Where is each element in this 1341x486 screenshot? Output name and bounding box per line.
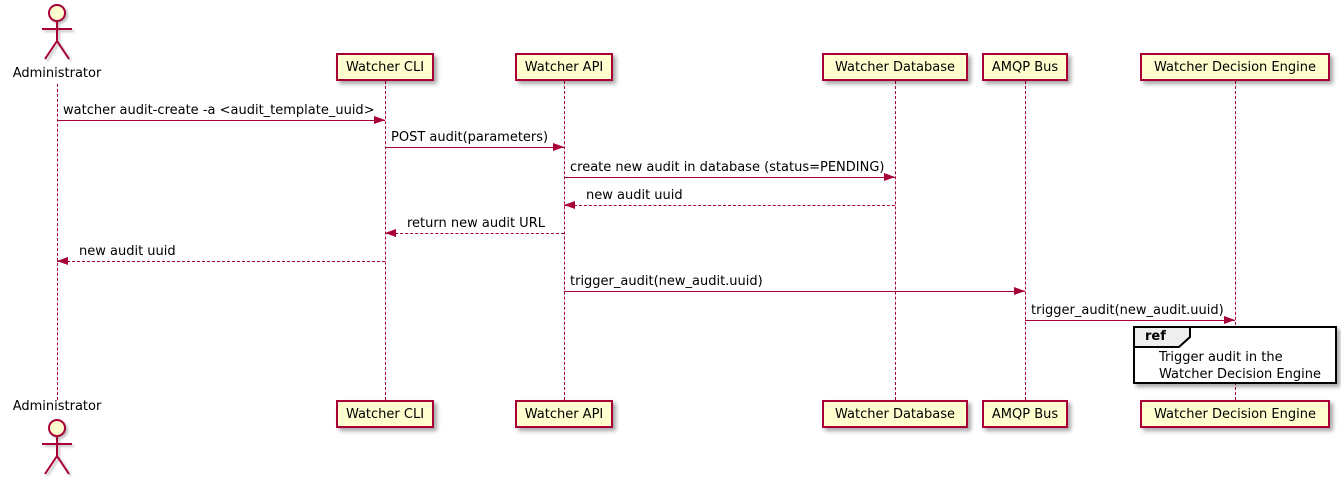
participant-watcher-database-bottom: Watcher Database [822,400,968,428]
message-trigger-audit-amqp: trigger_audit(new_audit.uuid) [564,274,1025,296]
message-label: trigger_audit(new_audit.uuid) [1031,303,1224,318]
participant-watcher-database-top: Watcher Database [822,53,968,81]
message-line [564,291,1025,292]
participant-watcher-decision-engine-top: Watcher Decision Engine [1140,53,1330,81]
ref-fragment: ref Trigger audit in the Watcher Decisio… [1133,326,1337,384]
participant-amqp-bus-top: AMQP Bus [982,53,1068,81]
message-line [385,147,564,148]
message-label: watcher audit-create -a <audit_template_… [63,103,375,118]
participant-amqp-bus-bottom: AMQP Bus [982,400,1068,428]
message-line [57,120,385,121]
message-label: POST audit(parameters) [391,130,549,145]
message-post-audit: POST audit(parameters) [385,130,564,152]
participant-watcher-api-top: Watcher API [515,53,613,81]
arrowhead-left-icon [564,201,575,209]
arrowhead-right-icon [374,116,385,124]
message-line [564,205,895,206]
arrowhead-left-icon [385,229,396,237]
message-line [385,233,564,234]
actor-label-bottom: Administrator [12,399,102,414]
message-return-new-audit-url: return new audit URL [385,216,564,238]
ref-text-line2: Watcher Decision Engine [1159,367,1321,382]
actor-icon-bottom [42,419,72,475]
message-trigger-audit-engine: trigger_audit(new_audit.uuid) [1025,303,1235,325]
lifeline-watcher-decision-engine [1235,81,1236,400]
arrowhead-right-icon [1224,316,1235,324]
lifeline-administrator [57,84,58,400]
message-line [564,177,895,178]
message-label: return new audit URL [407,216,545,231]
participant-watcher-decision-engine-bottom: Watcher Decision Engine [1140,400,1330,428]
message-label: new audit uuid [79,244,176,259]
message-line [1025,320,1235,321]
participant-watcher-api-bottom: Watcher API [515,400,613,428]
lifeline-watcher-cli [385,81,386,400]
message-label: create new audit in database (status=PEN… [570,160,885,175]
message-label: trigger_audit(new_audit.uuid) [570,274,763,289]
actor-icon [42,4,72,60]
arrowhead-right-icon [1014,287,1025,295]
participant-watcher-cli-bottom: Watcher CLI [336,400,434,428]
message-audit-create: watcher audit-create -a <audit_template_… [57,103,385,125]
ref-tab-icon [1133,326,1191,348]
arrowhead-right-icon [884,173,895,181]
message-new-audit-uuid-admin: new audit uuid [57,244,385,266]
ref-text-line1: Trigger audit in the [1159,350,1283,365]
message-new-audit-uuid-db: new audit uuid [564,188,895,210]
arrowhead-left-icon [57,257,68,265]
arrowhead-right-icon [553,143,564,151]
lifeline-watcher-api [564,81,565,400]
message-label: new audit uuid [586,188,683,203]
actor-label-top: Administrator [12,66,102,81]
participant-watcher-cli-top: Watcher CLI [336,53,434,81]
lifeline-amqp-bus [1025,81,1026,400]
message-create-new-audit: create new audit in database (status=PEN… [564,160,895,182]
ref-tab-label: ref [1145,329,1166,344]
lifeline-watcher-database [895,81,896,400]
message-line [57,261,385,262]
